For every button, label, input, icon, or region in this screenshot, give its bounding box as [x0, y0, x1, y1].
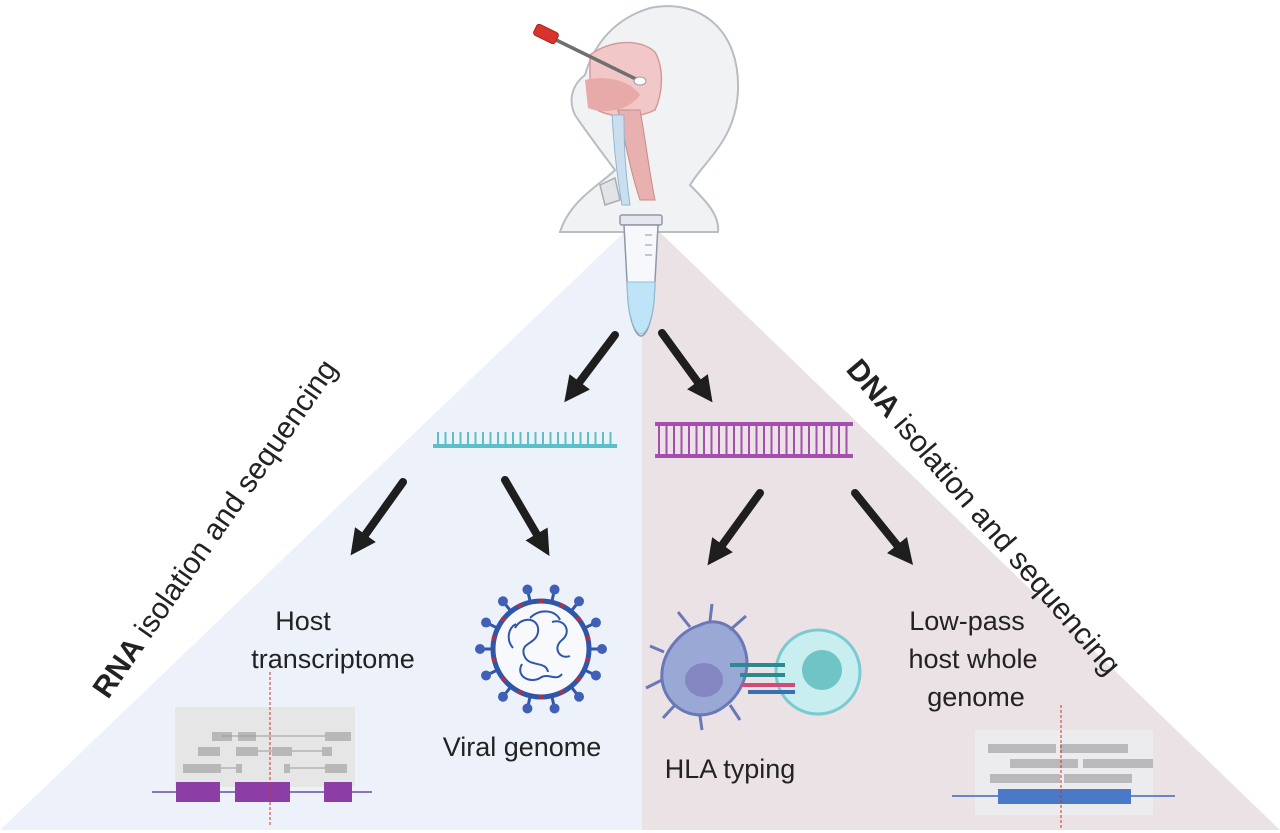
arrow-to-hla-typing — [707, 489, 764, 566]
arrow-to-dna — [658, 329, 713, 403]
host-transcriptome-label-line1: Host — [275, 606, 331, 636]
rna-strand-icon — [433, 432, 617, 448]
immune-cells-icon — [645, 603, 862, 731]
low-pass-label-line1: Low-pass — [909, 606, 1025, 636]
virus-icon — [475, 584, 607, 714]
viral-genome-label: Viral genome — [443, 732, 602, 762]
low-pass-label-line3: genome — [927, 682, 1025, 712]
sample-tube-icon — [619, 214, 663, 337]
nasal-swab-head-icon — [533, 5, 740, 233]
arrow-to-host-transcriptome — [350, 478, 407, 556]
genome-reads-icon — [952, 705, 1175, 830]
arrow-to-low-pass-genome — [851, 489, 914, 565]
hla-typing-label: HLA typing — [665, 754, 796, 784]
host-transcriptome-label-line2: transcriptome — [251, 644, 415, 674]
dna-strand-icon — [655, 422, 853, 458]
transcript-alignment-icon — [152, 672, 372, 826]
arrows — [350, 329, 914, 566]
low-pass-label-line2: host whole — [908, 644, 1037, 674]
arrow-to-viral-genome — [501, 476, 550, 557]
arrow-to-rna — [564, 331, 619, 403]
